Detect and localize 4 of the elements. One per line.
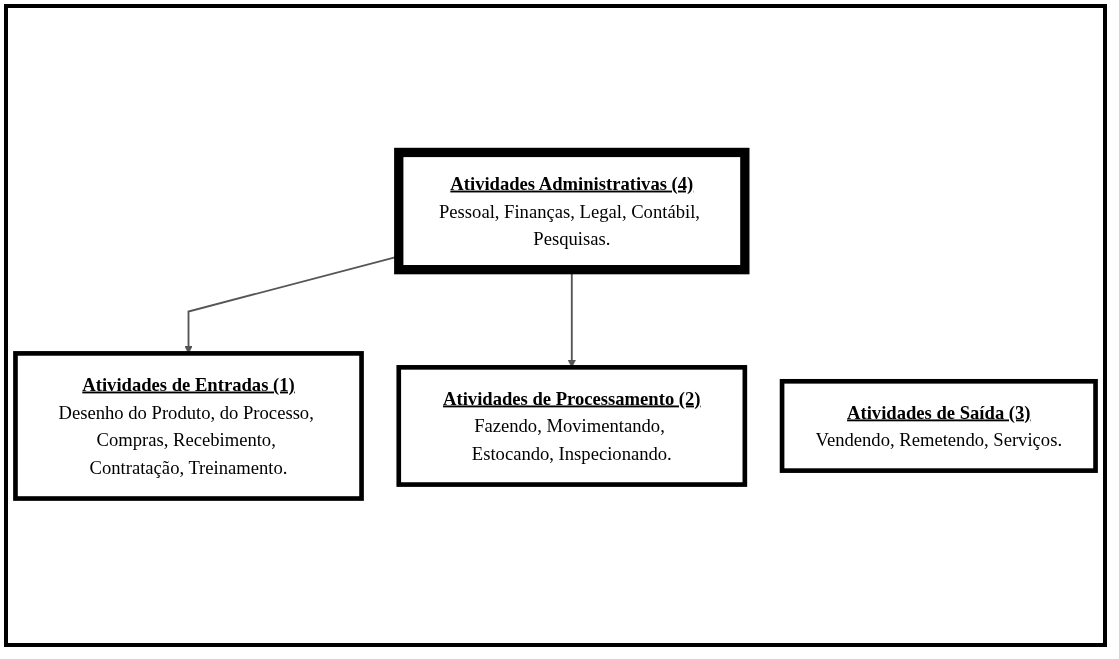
node-box: Atividades de Processamento (2) Fazendo, Movimentando, Estocando, Inspecionando.	[396, 365, 748, 487]
node-box: Atividades Administrativas (4) Pessoal, Finanças, Legal, Contábil, Pesquisas.	[394, 147, 750, 275]
node-box: Atividades de Entradas (1) Desenho do Produto, do Processo, Compras, Recebimento, Contratação, Treinamento.	[13, 351, 364, 501]
node-box: Atividades de Saída (3) Vendendo, Remetendo, Serviços.	[779, 379, 1098, 473]
